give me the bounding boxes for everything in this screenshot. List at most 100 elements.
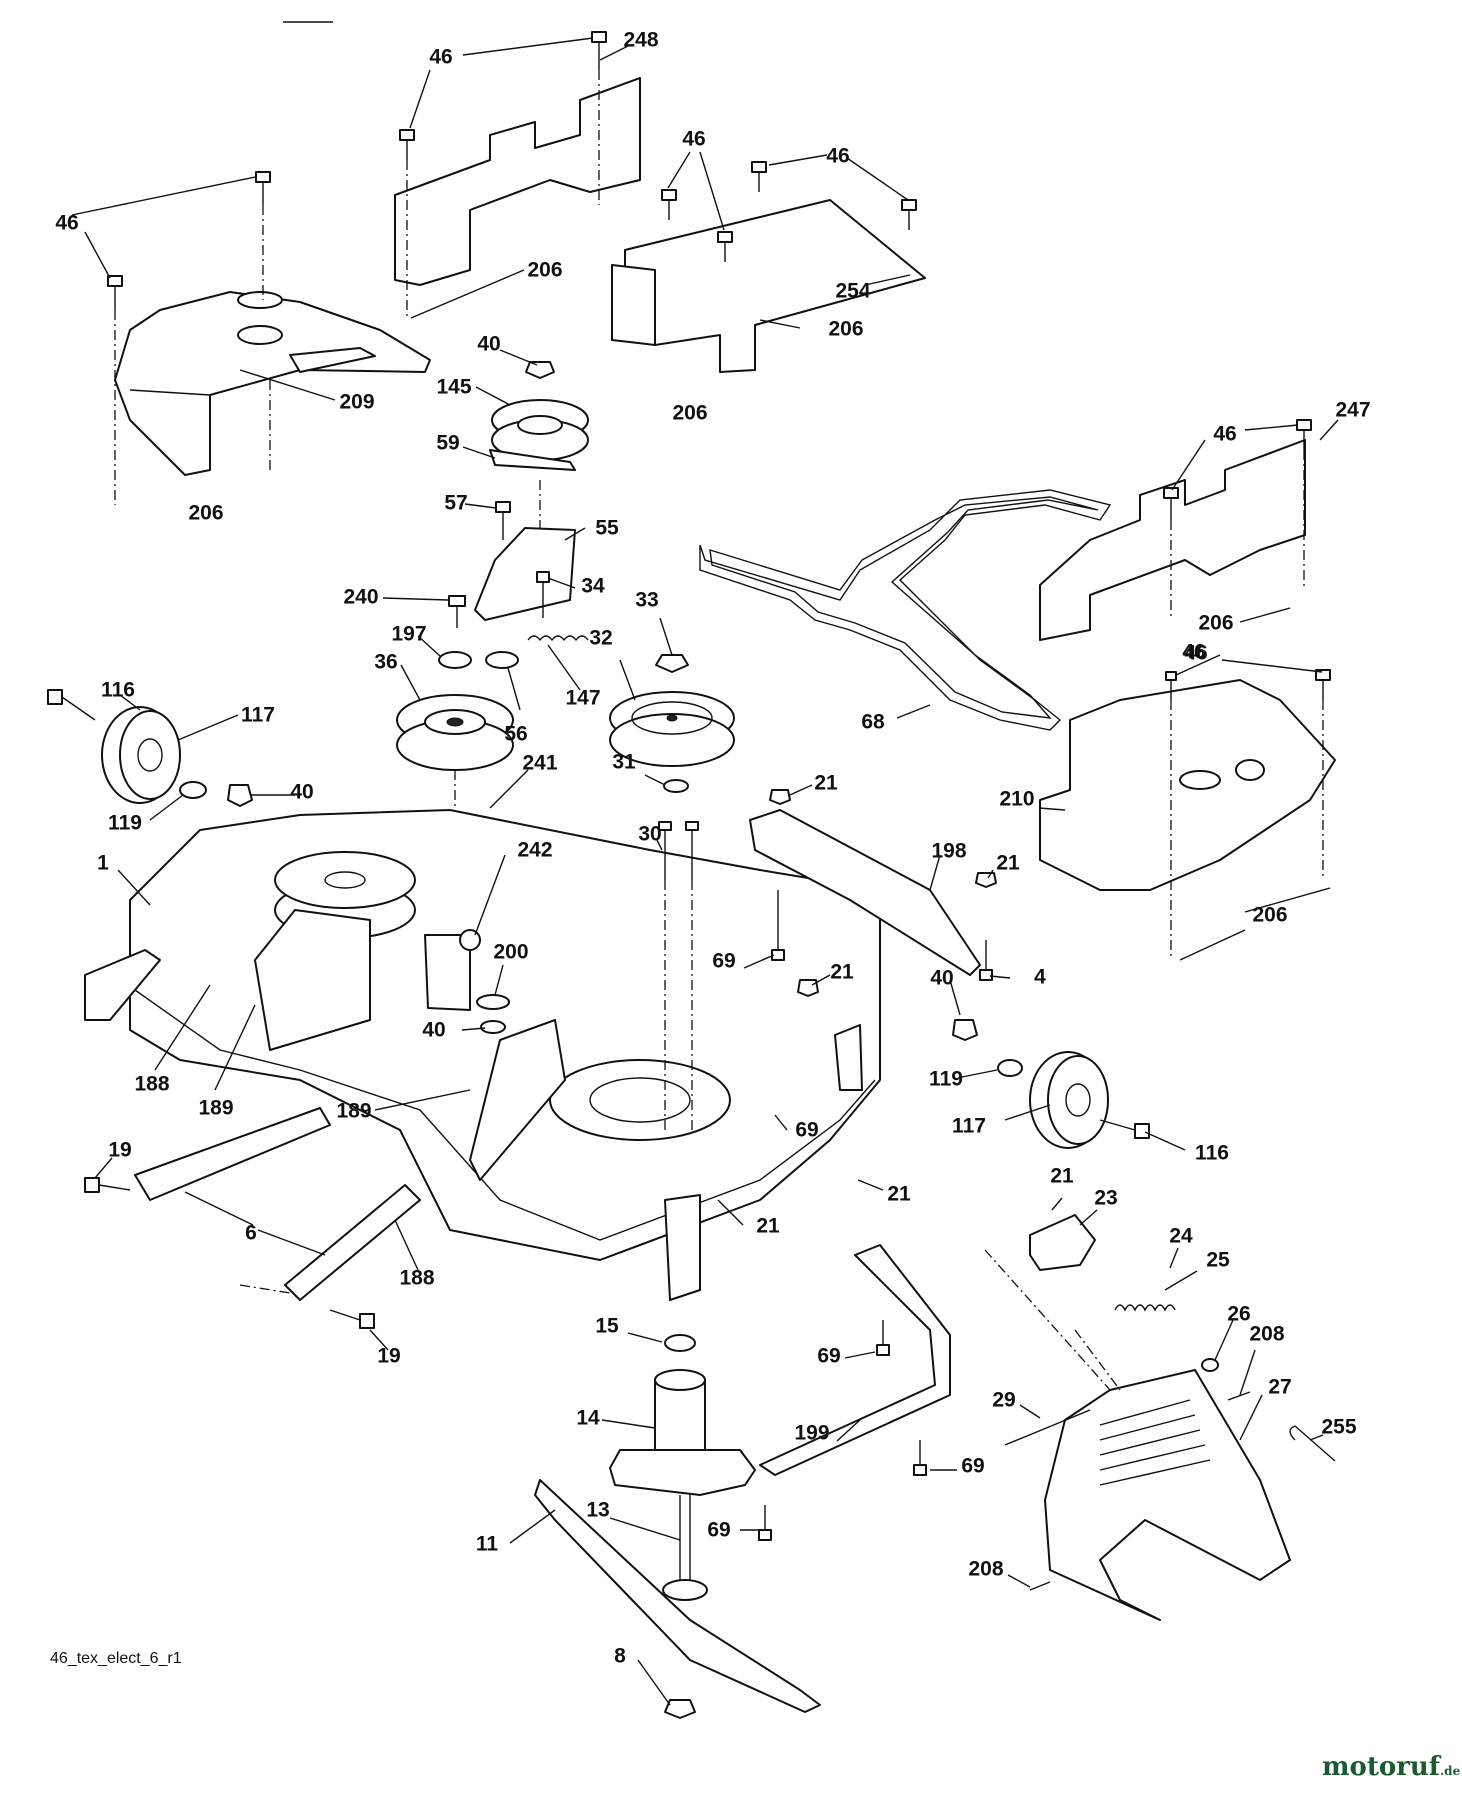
watermark-suffix: .de (1440, 1764, 1461, 1778)
lift-link-6-b (284, 1184, 421, 1301)
callout-label: 206 (1198, 611, 1234, 635)
callout-label: 59 (436, 431, 460, 455)
bolt-4 (979, 940, 993, 981)
washer-26 (1201, 1358, 1219, 1372)
callout-label: 32 (589, 626, 613, 650)
callout-label: 188 (399, 1266, 435, 1290)
nut-33 (655, 654, 689, 673)
callout-label: 46 (1213, 422, 1237, 446)
callout-label: 240 (343, 585, 379, 609)
bolt-46-c (591, 31, 607, 70)
callout-label: 57 (444, 491, 468, 515)
callout-label: 198 (931, 839, 967, 863)
bolt-240 (448, 595, 466, 628)
drive-belt-68-inner (709, 496, 1099, 719)
lift-link-6-a (134, 1107, 331, 1201)
callout-label: 206 (672, 401, 708, 425)
washer-119-right (997, 1059, 1023, 1077)
callout-label: 26 (1227, 1302, 1251, 1326)
callout-label: 208 (1249, 1322, 1285, 1346)
bolt-19-b (329, 1309, 375, 1329)
bolt-46-h (901, 199, 917, 230)
callout-label: 117 (241, 703, 275, 727)
bolt-19-a (84, 1177, 131, 1193)
callout-label: 189 (336, 1099, 372, 1123)
belt-cover-left (114, 291, 431, 476)
shaft-13 (662, 1495, 708, 1601)
callout-label: 116 (1195, 1141, 1229, 1165)
callout-label: 255 (1321, 1415, 1357, 1439)
clip-255 (1289, 1425, 1336, 1462)
blade-11 (534, 1479, 821, 1713)
bracket-198 (749, 809, 981, 976)
gauge-wheel-left (101, 706, 181, 804)
bracket-199 (759, 1244, 951, 1476)
bolt-46-f (717, 231, 733, 262)
callout-label: 46 (1184, 641, 1208, 665)
bolt-34 (536, 571, 550, 618)
callout-label: 199 (794, 1421, 830, 1445)
bolt-57 (495, 501, 511, 540)
callout-label: 21 (1050, 1164, 1074, 1188)
spring-147 (527, 635, 589, 642)
callout-label: 197 (391, 622, 427, 646)
bolt-69-d (758, 1505, 772, 1541)
callout-label: 14 (576, 1406, 600, 1430)
nut-40-left (227, 784, 253, 807)
callout-label: 56 (504, 722, 528, 746)
callout-label: 69 (961, 1454, 985, 1478)
bolt-30-b (685, 821, 699, 880)
callout-label: 116 (101, 678, 135, 702)
diagram-reference-code: 46_tex_elect_6_r1 (50, 1650, 182, 1667)
callout-label: 189 (198, 1096, 234, 1120)
belt-cover-right (1039, 679, 1336, 891)
nut-21-a (797, 979, 819, 997)
callout-label: 69 (795, 1118, 819, 1142)
callout-label: 247 (1335, 398, 1371, 422)
callout-label: 11 (475, 1532, 499, 1556)
callout-label: 200 (493, 940, 529, 964)
callout-label: 248 (623, 28, 659, 52)
gauge-wheel-right (1029, 1051, 1109, 1149)
bolt-116-left (47, 689, 96, 721)
idler-arm-55 (474, 527, 576, 621)
bolt-69-a (771, 890, 785, 961)
callout-label: 68 (861, 710, 885, 734)
spindle-14 (609, 1369, 756, 1496)
callout-label: 145 (436, 375, 472, 399)
callout-label: 15 (595, 1314, 619, 1338)
callout-label: 23 (1094, 1186, 1118, 1210)
callout-label: 25 (1206, 1248, 1230, 1272)
callout-label: 21 (996, 851, 1020, 875)
nut-21-b (769, 789, 791, 805)
bolt-46-k (1165, 671, 1177, 700)
shield-254 (611, 199, 926, 373)
washer-200 (476, 994, 510, 1010)
bolt-46-a (255, 171, 271, 205)
callout-label: 55 (595, 516, 619, 540)
callout-label: 209 (339, 390, 375, 414)
callout-label: 40 (477, 332, 501, 356)
bolt-46-b (107, 275, 123, 310)
callout-label: 30 (638, 822, 662, 846)
nut-40-right (952, 1019, 978, 1041)
callout-label: 46 (1182, 640, 1206, 664)
bolt-46-g (751, 161, 767, 192)
idler-pulley-145 (491, 361, 589, 461)
callout-label: 117 (952, 1114, 986, 1138)
bolt-116-right (1099, 1119, 1150, 1139)
washer-56 (485, 651, 519, 669)
callout-label: 46 (55, 211, 79, 235)
callout-label: 29 (992, 1388, 1016, 1412)
callout-label: 33 (635, 588, 659, 612)
callout-label: 27 (1268, 1375, 1292, 1399)
spring-25 (1114, 1304, 1176, 1312)
nut-40-deck (480, 1020, 506, 1034)
callout-label: 119 (108, 811, 142, 835)
callout-label: 13 (586, 1498, 610, 1522)
callout-label: 206 (527, 258, 563, 282)
shield-248 (394, 77, 641, 286)
callout-label: 119 (929, 1067, 963, 1091)
callout-label: 206 (1252, 903, 1288, 927)
callout-label: 46 (429, 45, 453, 69)
